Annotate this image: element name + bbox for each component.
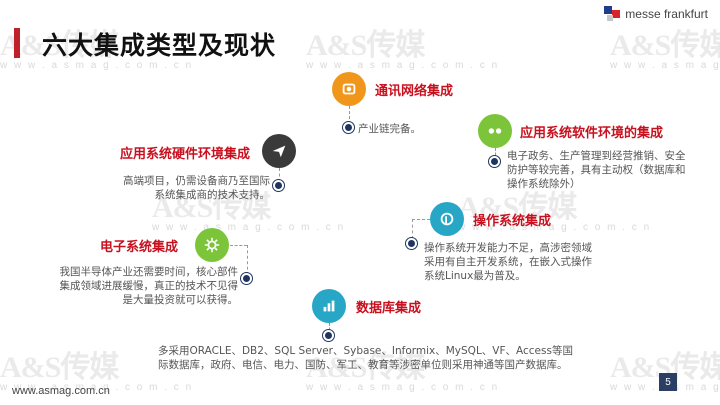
gear-icon [195,228,229,262]
connector-line [247,245,248,275]
item-text-hardware-env: 高端项目，仍需设备商乃至国际系统集成商的技术支持。 [123,175,270,201]
page-number: 5 [659,373,677,391]
item-label-database: 数据库集成 [356,301,422,316]
page-title: 六大集成类型及现状 [42,31,277,60]
item-text-os: 操作系统开发能力不足，高涉密领域采用有自主开发系统，在嵌入式操作系统Linux最… [424,242,592,282]
bar-chart-icon [312,289,346,323]
item-text-database: 多采用ORACLE、DB2、SQL Server、Sybase、Informix… [158,345,573,371]
item-label-os: 操作系统集成 [473,214,552,229]
connector-line [329,323,330,335]
camera-icon [332,72,366,106]
connector-line [349,106,350,124]
paper-plane-icon [262,134,296,168]
pinterest-icon [430,202,464,236]
logo-mark-icon [604,6,621,22]
connector-line [412,219,413,239]
footer-url: www.asmag.com.cn [12,385,110,397]
item-label-electronic: 电子系统集成 [100,240,179,255]
timeline-dot [241,273,252,284]
timeline-dot [323,330,334,341]
connector-line [230,245,247,246]
timeline-dot [343,122,354,133]
connector-line [412,219,430,220]
timeline-dot [273,180,284,191]
item-label-network: 通讯网络集成 [375,84,454,99]
item-label-software-env: 应用系统软件环境的集成 [520,126,664,141]
dots-icon [478,114,512,148]
timeline-dot [489,156,500,167]
item-text-network: 产业链完备。 [358,123,421,135]
item-text-software-env: 电子政务、生产管理到经营推销、安全防护等较完善，具有主动权（数据库和操作系统除外… [507,150,686,190]
title-accent-bar [14,28,20,58]
messe-frankfurt-logo: messe frankfurt [604,6,708,22]
connector-line [279,168,280,182]
timeline-dot [406,238,417,249]
item-label-hardware-env: 应用系统硬件环境集成 [120,147,251,162]
logo-text: messe frankfurt [625,7,708,21]
connector-line [495,148,496,160]
item-text-electronic: 我国半导体产业还需要时间，核心部件集成领域进展缓慢，真正的技术不见得是大量投资就… [59,266,239,306]
